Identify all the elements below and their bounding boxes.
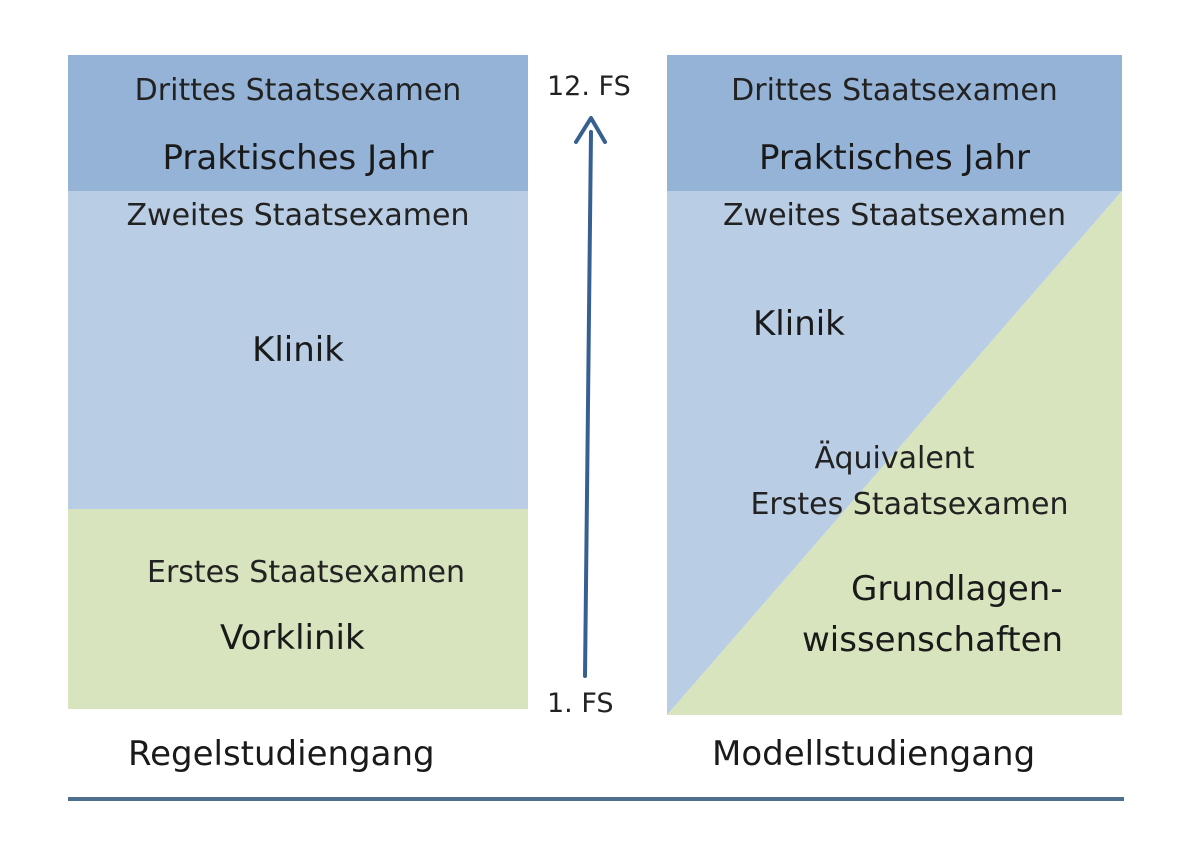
timeline-top-label: 12. FS [547,71,631,102]
regel-vorklinik-block: Erstes Staatsexamen Vorklinik [68,509,528,709]
modell-grundlagen-line1: Grundlagen- [851,569,1063,609]
modell-aequivalent-line2: Erstes Staatsexamen [750,487,1069,522]
timeline-arrow-shaft [583,130,593,678]
timeline-arrow-head [574,116,607,144]
regel-vorklinik-label: Vorklinik [220,618,365,658]
modell-grundlagen-triangle [667,191,1122,715]
modell-pj-block: Drittes Staatsexamen Praktisches Jahr [667,55,1122,191]
modell-caption: Modellstudiengang [712,734,1036,774]
modell-klinik-label: Klinik [753,304,845,344]
regel-caption: Regelstudiengang [128,734,435,774]
modell-aequivalent-line1: Äquivalent [814,441,975,476]
regel-klinik-block: Zweites Staatsexamen Klinik [68,191,528,509]
regel-erstes-staatsexamen: Erstes Staatsexamen [147,555,466,590]
regel-zweites-staatsexamen: Zweites Staatsexamen [126,198,470,233]
baseline-divider [68,797,1124,801]
modell-grundlagen-line2: wissenschaften [802,620,1064,660]
regel-pj-block: Drittes Staatsexamen Praktisches Jahr [68,55,528,191]
modell-zweites-staatsexamen: Zweites Staatsexamen [723,198,1066,233]
regel-praktisches-jahr: Praktisches Jahr [162,138,434,178]
timeline-bottom-label: 1. FS [547,688,614,719]
modell-praktisches-jahr: Praktisches Jahr [759,138,1030,178]
modell-drittes-staatsexamen: Drittes Staatsexamen [731,73,1058,108]
regel-klinik-label: Klinik [252,330,344,370]
regel-drittes-staatsexamen: Drittes Staatsexamen [134,73,462,108]
modell-lower-block: Zweites Staatsexamen Klinik Äquivalent E… [667,191,1122,715]
modell-diagonal-split [667,191,1122,715]
